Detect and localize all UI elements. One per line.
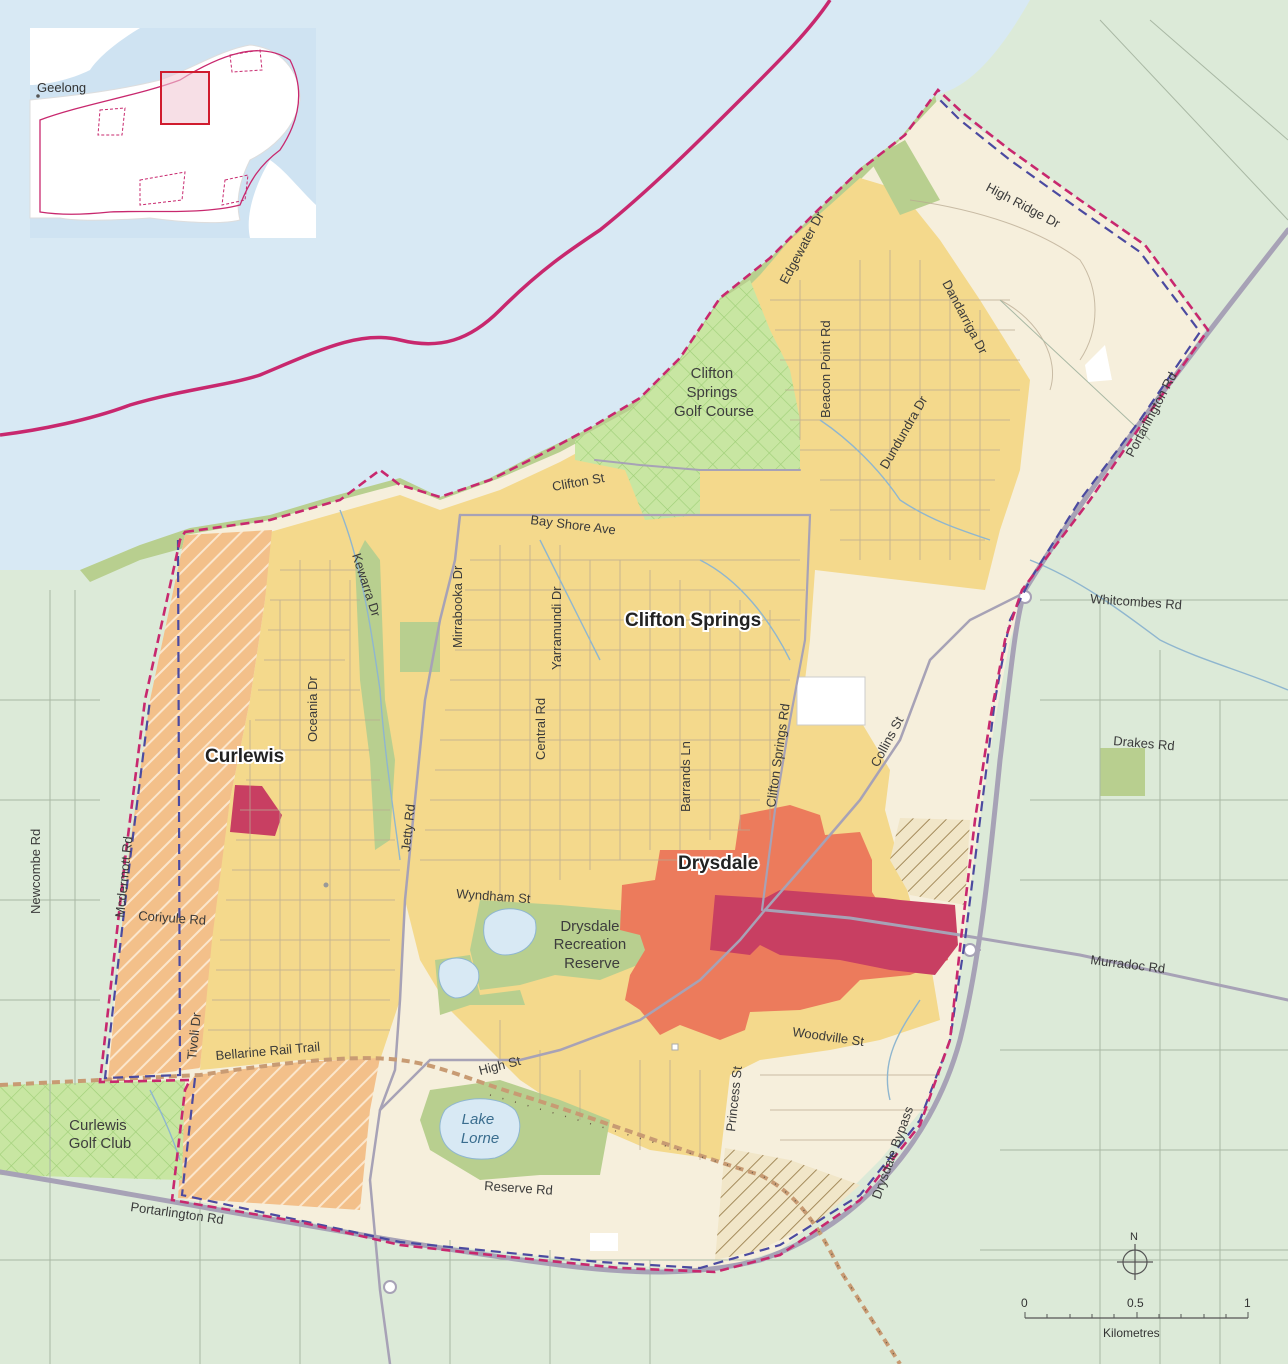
scale-one: 1 (1244, 1296, 1251, 1310)
curlewis-golf-club (0, 1080, 185, 1180)
inset-map: Geelong (29, 28, 316, 238)
reserve-pond-1 (483, 908, 537, 956)
road-label-princess: Princess St (723, 1065, 745, 1132)
road-label-oceania: Oceania Dr (305, 676, 320, 742)
inset-land-east (248, 160, 316, 238)
local-streets (208, 199, 1096, 1160)
roundabout-south (383, 1280, 397, 1294)
inset-locator-box (160, 71, 210, 125)
small-building-marker (671, 1043, 679, 1051)
inset-city-label: Geelong (37, 80, 86, 95)
north-reserve (870, 140, 940, 215)
road-label-whitcombes: Whitcombes Rd (1090, 591, 1183, 612)
road-label-wyndham: Wyndham St (456, 886, 532, 906)
inset-townships (97, 49, 263, 206)
future-growth-curlewis-south (178, 1058, 380, 1210)
scale-unit: Kilometres (1103, 1326, 1160, 1340)
north-label: N (1130, 1231, 1138, 1243)
lake-lorne-water (439, 1098, 521, 1160)
roundabout-east (963, 943, 977, 957)
inset-geelong-dot (36, 94, 40, 98)
white-parcel-2 (1085, 345, 1112, 382)
white-parcel-1 (796, 676, 866, 726)
scale-half: 0.5 (1127, 1296, 1144, 1310)
town-label-drysdale[interactable]: Drysdale (676, 851, 760, 876)
road-label-coriyule: Coriyule Rd (138, 908, 207, 928)
inset-land-north (30, 28, 140, 85)
town-label-clifton-springs[interactable]: Clifton Springs (623, 608, 763, 633)
town-label-curlewis[interactable]: Curlewis (203, 744, 286, 769)
rural-parcel-lines (0, 19, 1288, 1364)
township-boundary-purple (103, 99, 1202, 1270)
scale-zero: 0 (1021, 1296, 1028, 1310)
road-label-beacon-point: Beacon Point Rd (818, 320, 833, 418)
golf-club-label: Curlewis Golf Club (69, 1117, 132, 1152)
oval-park (400, 622, 440, 672)
road-label-drakes: Drakes Rd (1113, 733, 1175, 753)
reserve-pond-2 (438, 957, 480, 999)
white-parcel-3 (590, 1233, 618, 1251)
clifton-springs-golf-course (575, 280, 800, 520)
road-label-tivoli: Tivoli Dr (184, 1011, 204, 1060)
recreation-reserve-label: Drysdale Recreation Reserve (554, 918, 631, 972)
road-label-mirrabooka: Mirrabooka Dr (450, 565, 465, 648)
road-label-reserve-rd: Reserve Rd (484, 1178, 554, 1198)
township-boundary-magenta (98, 88, 1210, 1274)
future-growth-curlewis-north (108, 530, 272, 1080)
lake-lorne-label: Lake Lorne (461, 1111, 499, 1147)
road-label-yarramundi: Yarramundi Dr (549, 586, 564, 670)
road-label-central: Central Rd (533, 698, 548, 760)
creek-reserve (355, 540, 395, 850)
creeks (149, 419, 1288, 1161)
north-arrow: N (1117, 1231, 1153, 1280)
bus-stop-marker (323, 882, 329, 888)
road-label-newcombe: Newcombe Rd (28, 829, 43, 914)
bellarine-rail-trail (0, 1056, 902, 1364)
rail-line (489, 1094, 901, 1364)
municipal-boundary-line (0, 0, 832, 437)
scale-bar: 0 0.5 1 Kilometres (1021, 1296, 1251, 1340)
scale-ticks (1024, 1312, 1249, 1318)
investigation-area-south (715, 1148, 860, 1260)
drakes-rd-park (1100, 748, 1145, 796)
golf-course-label: Clifton Springs Golf Course (674, 365, 754, 420)
road-label-barrands: Barrands Ln (678, 741, 693, 812)
investigation-area-east (890, 818, 970, 905)
road-label-jetty: Jetty Rd (398, 803, 418, 852)
